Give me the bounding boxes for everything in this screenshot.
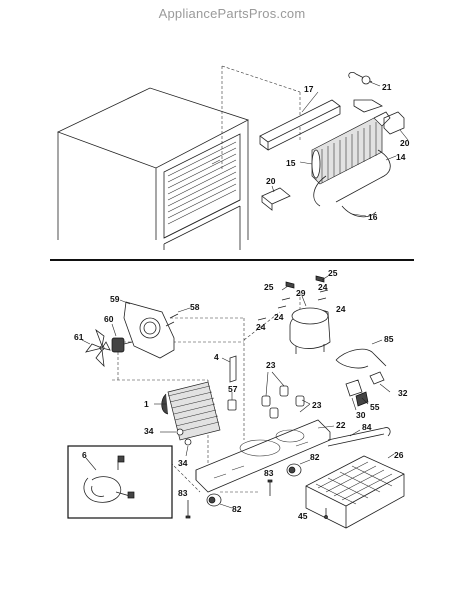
- refrigerator-cabinet: [56, 87, 250, 250]
- rails-part-84: [327, 427, 391, 447]
- callout-26: 26: [394, 450, 404, 460]
- callout-4: 4: [214, 352, 219, 362]
- callout-24-right: 24: [336, 304, 346, 314]
- callout-58: 58: [190, 302, 200, 312]
- drain-tube-part-14: [335, 149, 397, 203]
- fan-motor-part-60: [111, 323, 133, 353]
- base-plate-part-22: [195, 419, 335, 493]
- fan-blade-part-61: [81, 328, 111, 368]
- callout-21: 21: [382, 82, 392, 92]
- callout-20-lower: 20: [266, 176, 276, 186]
- callout-22: 22: [336, 420, 346, 430]
- callout-85: 85: [384, 334, 394, 344]
- screw-part-45: [324, 508, 328, 519]
- callout-1: 1: [144, 399, 149, 409]
- callout-61: 61: [74, 332, 84, 342]
- callout-25-right: 25: [328, 268, 338, 278]
- callout-83-right: 83: [264, 468, 274, 478]
- screws-part-34: [160, 428, 192, 457]
- callout-23-top: 23: [266, 360, 276, 370]
- fan-shroud-part-59: [119, 299, 175, 359]
- callout-29: 29: [296, 288, 306, 298]
- callout-24-top: 24: [318, 282, 328, 292]
- condenser-cover-part-17: [259, 91, 341, 151]
- bracket-part-20-upper: [383, 111, 409, 141]
- callout-34-left: 34: [144, 426, 154, 436]
- callout-30: 30: [356, 410, 366, 420]
- screws-part-58: [165, 307, 191, 327]
- condenser-coil-part-15: [299, 111, 391, 185]
- bracket-part-4: [221, 355, 237, 383]
- grommet-pins-part-25: [281, 275, 329, 291]
- callout-6: 6: [82, 450, 87, 460]
- callout-83-left: 83: [178, 488, 188, 498]
- callout-20-upper: 20: [400, 138, 410, 148]
- callout-82-left: 82: [232, 504, 242, 514]
- callout-16: 16: [368, 212, 378, 222]
- clip-part-57: [227, 392, 237, 411]
- callout-55: 55: [370, 402, 380, 412]
- callout-57: 57: [228, 384, 238, 394]
- callout-15: 15: [286, 158, 296, 168]
- tube-part-85: [335, 339, 387, 369]
- condenser-part-1: [154, 381, 221, 441]
- callout-23-right: 23: [312, 400, 322, 410]
- callout-82-right: 82: [310, 452, 320, 462]
- drain-pan-part-26: [305, 453, 405, 529]
- callout-25-left: 25: [264, 282, 274, 292]
- callout-labels: 17 21 20 15 14 20 16 25 25 24 29 24 24 2…: [74, 82, 410, 521]
- callout-34-bottom: 34: [178, 458, 188, 468]
- grommets-part-23: [261, 371, 311, 419]
- callout-84: 84: [362, 422, 372, 432]
- bracket-part-20-lower: [261, 185, 291, 211]
- callout-24-left: 24: [274, 312, 284, 322]
- callout-45: 45: [298, 511, 308, 521]
- feet-part-82: [206, 459, 311, 509]
- callout-32: 32: [398, 388, 408, 398]
- callout-60: 60: [104, 314, 114, 324]
- tubing-part-16: [313, 175, 377, 218]
- callout-17: 17: [304, 84, 314, 94]
- relay-parts: [345, 371, 391, 411]
- watermark: AppliancePartsPros.com: [158, 6, 306, 21]
- inset-box-part-6: [67, 445, 173, 519]
- callout-59: 59: [110, 294, 120, 304]
- callout-24-lower-left: 24: [256, 322, 266, 332]
- compressor-part-29: [289, 295, 331, 354]
- screws-part-83: [185, 479, 273, 519]
- upper-projection-lines: [221, 65, 301, 170]
- callout-14: 14: [396, 152, 406, 162]
- tube-clip-part-21: [348, 71, 383, 113]
